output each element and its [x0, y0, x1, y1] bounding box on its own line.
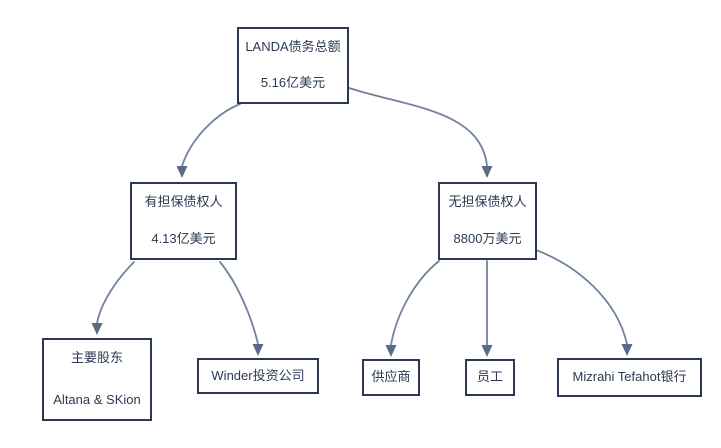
node-secured-creditors-title: 有担保债权人: [144, 194, 223, 209]
node-unsecured-creditors: 无担保债权人 8800万美元: [438, 182, 537, 260]
node-major-shareholders-names: Altana & SKion: [53, 392, 141, 408]
node-employees: 员工: [465, 359, 515, 396]
connector-unsecured-to-mizrahi: [535, 249, 633, 356]
node-employees-label: 员工: [476, 369, 503, 385]
node-major-shareholders: 主要股东 Altana & SKion: [42, 338, 152, 421]
node-total-debt: LANDA债务总额 5.16亿美元: [237, 27, 349, 104]
connector-unsecured-to-employees: [481, 260, 493, 357]
node-total-debt-title: LANDA债务总额: [245, 39, 341, 54]
node-winder-investment: Winder投资公司: [197, 358, 319, 394]
connector-total-to-unsecured: [348, 87, 493, 178]
node-unsecured-creditors-title: 无担保债权人: [448, 194, 527, 209]
node-mizrahi-tefahot-bank-label: Mizrahi Tefahot银行: [572, 369, 687, 385]
connector-total-to-secured: [176, 103, 241, 178]
node-suppliers-label: 供应商: [371, 369, 411, 385]
node-secured-creditors: 有担保债权人 4.13亿美元: [130, 182, 237, 260]
node-unsecured-creditors-amount: 8800万美元: [453, 231, 522, 247]
connector-secured-to-winder: [219, 261, 264, 356]
node-suppliers: 供应商: [362, 359, 420, 396]
connector-secured-to-shareholders: [91, 261, 135, 335]
node-secured-creditors-amount: 4.13亿美元: [151, 231, 216, 247]
node-winder-investment-label: Winder投资公司: [211, 367, 305, 383]
node-total-debt-amount: 5.16亿美元: [260, 75, 326, 91]
connector-unsecured-to-suppliers: [385, 260, 440, 357]
node-major-shareholders-title: 主要股东: [70, 350, 123, 365]
node-mizrahi-tefahot-bank: Mizrahi Tefahot银行: [557, 358, 702, 397]
